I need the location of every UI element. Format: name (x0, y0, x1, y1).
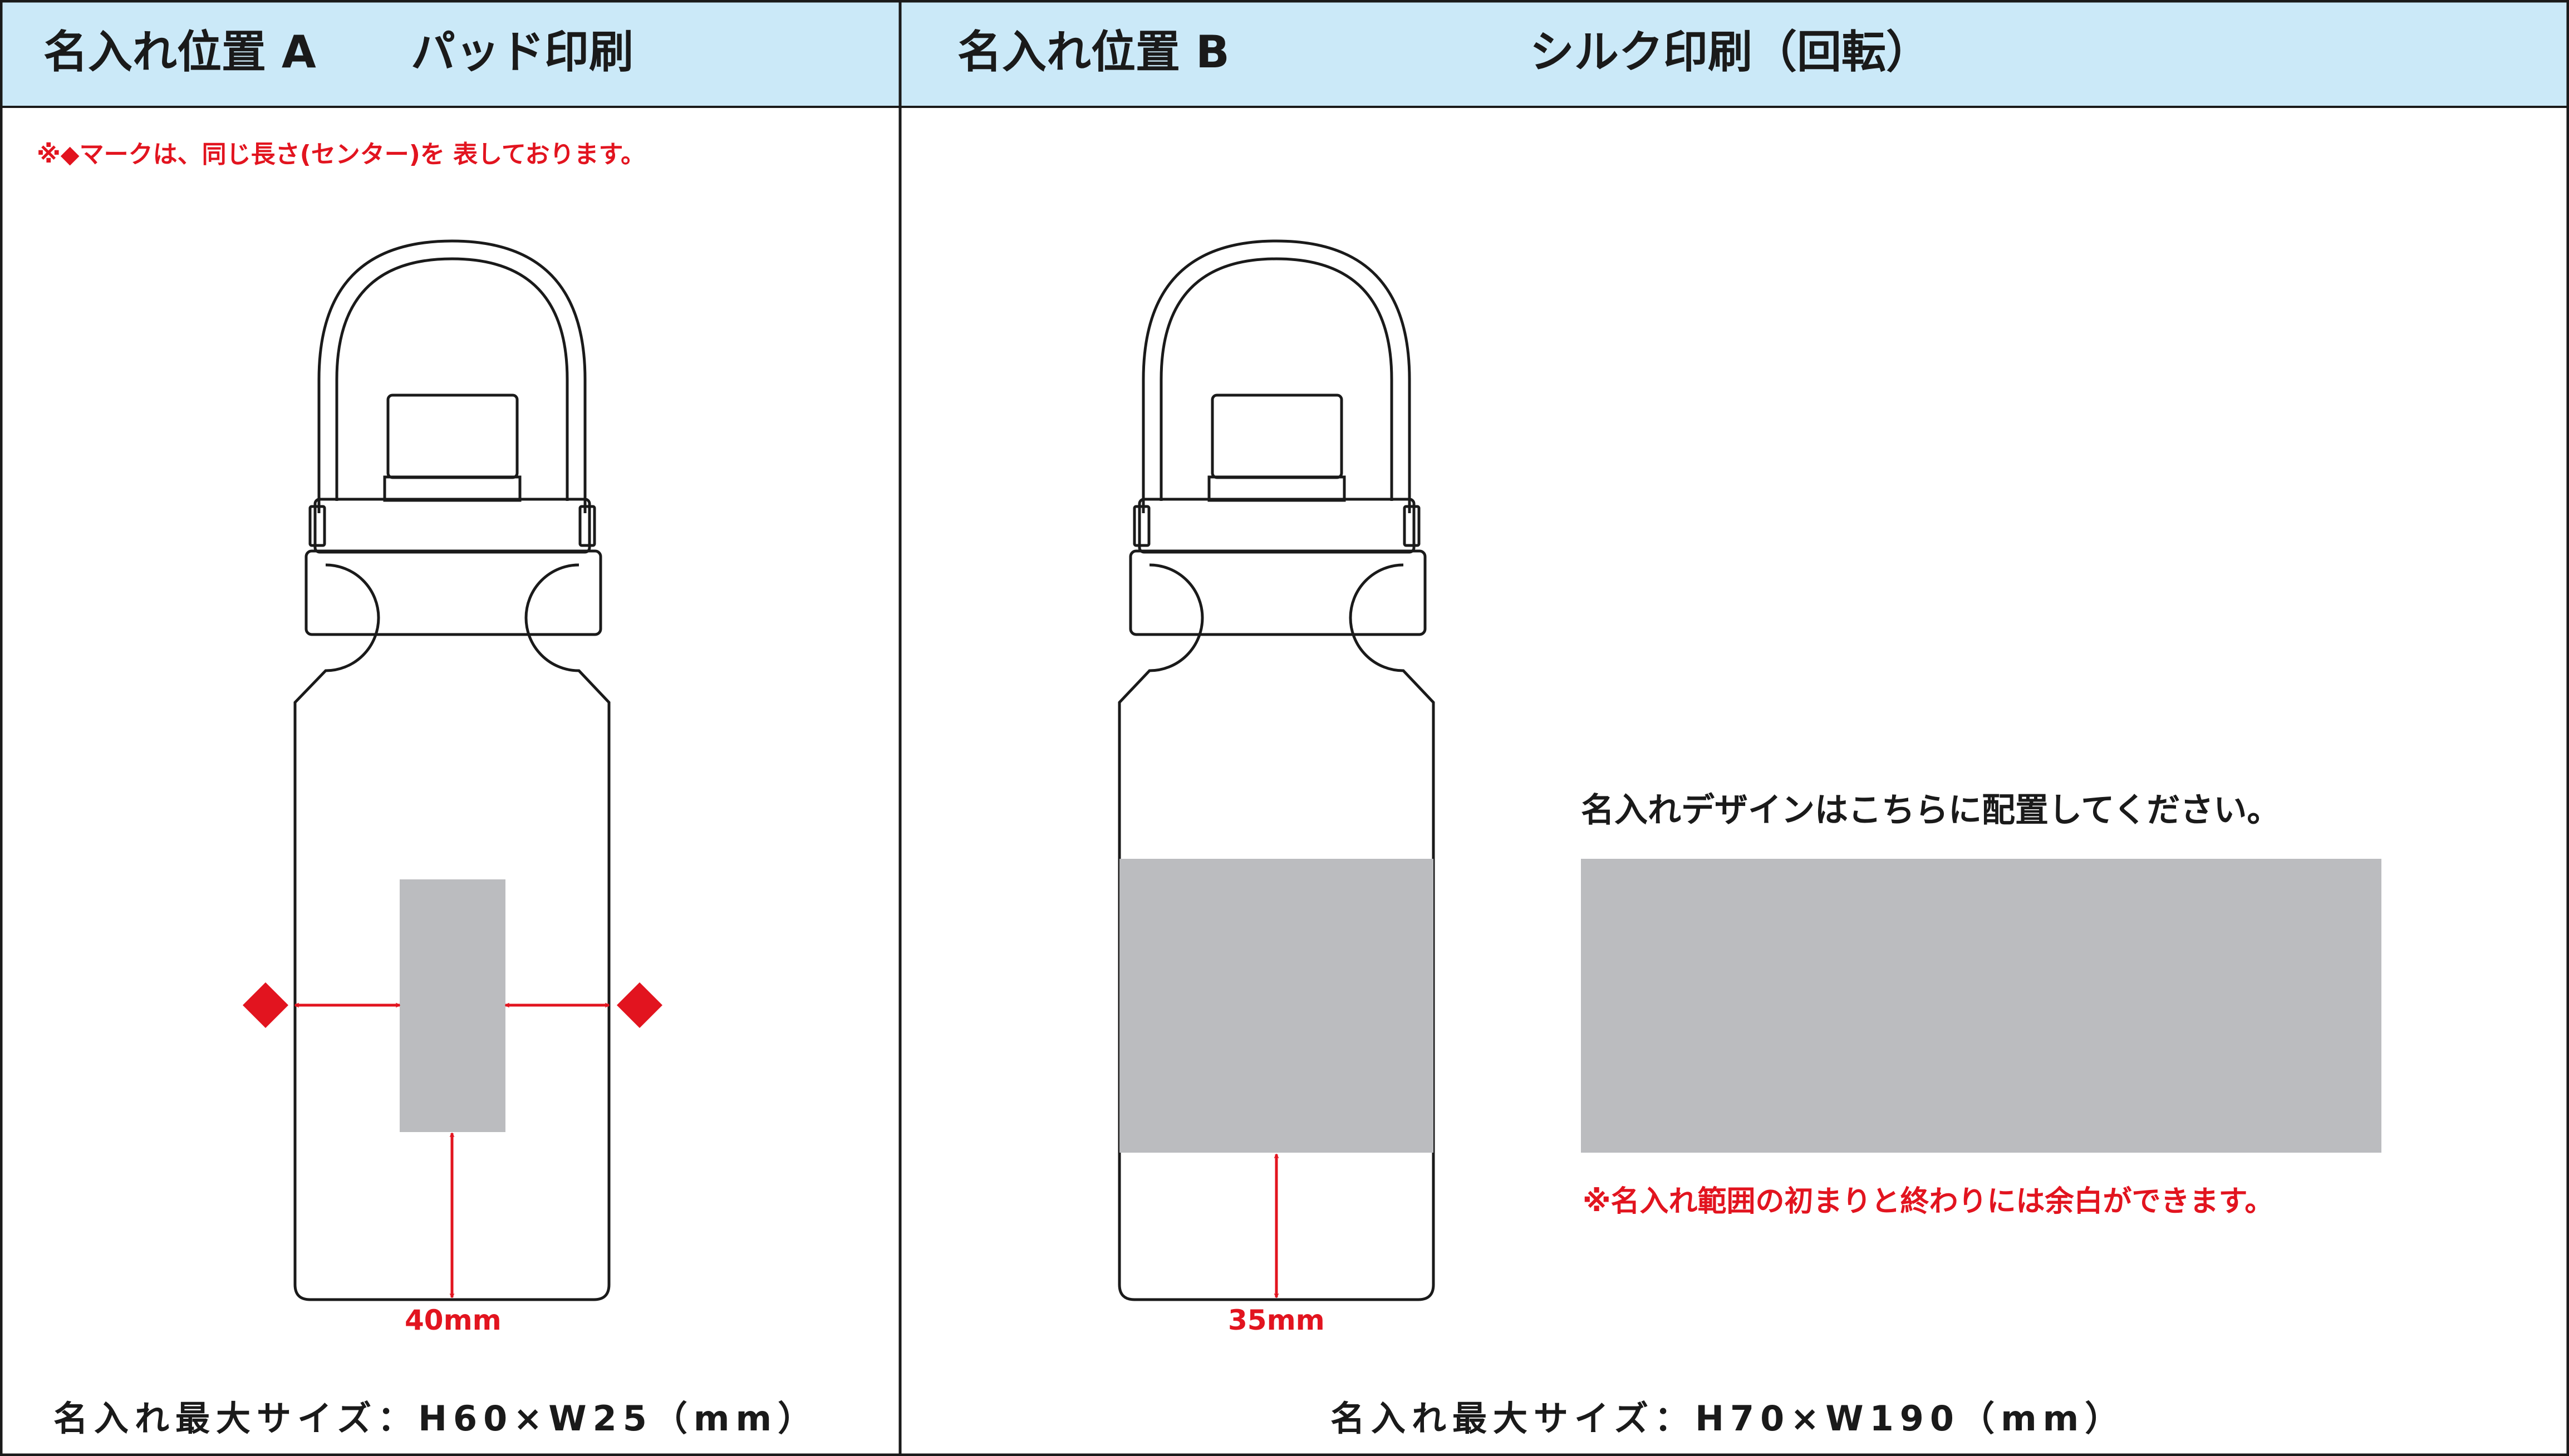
panel-b-bottom-margin: 35mm (1228, 1304, 1325, 1336)
design-instruction: 名入れデザインはこちらに配置してください。 (1581, 791, 2281, 830)
panel-a-max-size: 名入れ最大サイズ：H60×W25（mm） (53, 1398, 819, 1439)
panel-a-note: ※◆マークは、同じ長さ(センター)を 表しております。 (37, 140, 646, 169)
header-band (0, 0, 2569, 107)
panel-a-bottom-margin: 40mm (405, 1304, 502, 1336)
panel-a-method: パッド印刷 (411, 26, 633, 78)
panel-a-title: 名入れ位置 A (43, 26, 316, 78)
print-area-a (400, 879, 505, 1132)
diamond-marker-right (617, 982, 662, 1028)
design-placement-box[interactable] (1581, 859, 2381, 1153)
panel-b-title: 名入れ位置 B (957, 26, 1230, 78)
bottle-b-outline (1118, 239, 1435, 1301)
panel-b-method: シルク印刷（回転） (1530, 26, 1931, 78)
diamond-marker-left (243, 982, 288, 1028)
center-arrows-a (295, 1005, 609, 1297)
panel-b-margin-note: ※名入れ範囲の初まりと終わりには余白ができます。 (1583, 1185, 2274, 1218)
print-area-b (1119, 859, 1433, 1153)
bottle-a-outline (293, 239, 611, 1301)
panel-b-max-size: 名入れ最大サイズ：H70×W190（mm） (1330, 1398, 2126, 1439)
